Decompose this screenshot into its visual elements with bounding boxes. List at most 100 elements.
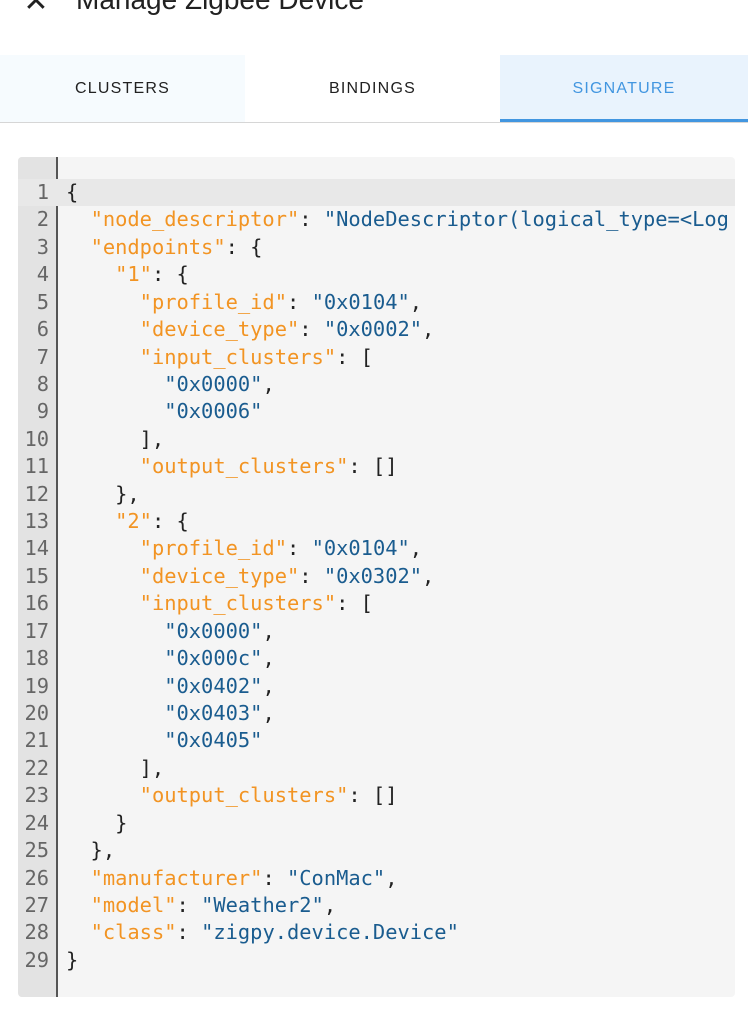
json-punctuation: [66, 920, 91, 944]
json-punctuation: : [: [336, 344, 373, 369]
json-punctuation: [66, 536, 140, 560]
line-number: 28: [24, 920, 49, 945]
code-text: "device_type": "0x0002",: [66, 316, 435, 343]
json-punctuation: :: [287, 289, 312, 314]
json-punctuation: : {: [225, 234, 263, 259]
json-punctuation: :: [299, 317, 324, 342]
json-punctuation: }: [66, 947, 79, 972]
json-string: "0x0002": [323, 317, 423, 342]
line-number: 23: [24, 783, 49, 808]
line-number: 6: [36, 317, 49, 342]
line-number: 26: [24, 865, 49, 890]
code-line: 29}: [18, 947, 735, 974]
code-line: 18 "0x000c",: [18, 645, 735, 672]
code-text: "profile_id": "0x0104",: [66, 535, 422, 562]
line-number: 12: [24, 481, 49, 506]
line-number: 7: [36, 344, 49, 369]
json-punctuation: :: [262, 865, 287, 890]
code-line: 10 ],: [18, 426, 735, 453]
line-number: 14: [24, 536, 49, 561]
tab-bindings[interactable]: BINDINGS: [245, 55, 500, 122]
line-number: 10: [24, 426, 49, 451]
json-key: "class": [90, 920, 177, 945]
tab-clusters[interactable]: CLUSTERS: [0, 55, 245, 122]
code-line: 1{: [18, 179, 735, 207]
json-string: "0x0405": [164, 728, 263, 753]
line-number: 27: [24, 892, 49, 917]
line-number: 15: [24, 563, 49, 588]
code-text: "0x0402",: [66, 673, 275, 700]
json-string: "0x0000": [164, 618, 263, 643]
line-number: 4: [36, 262, 49, 287]
code-lines: 1{2 "node_descriptor": "NodeDescriptor(l…: [18, 179, 735, 974]
json-punctuation: },: [66, 838, 116, 863]
json-punctuation: [66, 345, 140, 369]
json-string: "zigpy.device.Device": [201, 920, 459, 945]
json-punctuation: [66, 317, 140, 341]
json-string: "0x0104": [311, 536, 410, 561]
json-punctuation: [66, 646, 164, 670]
json-punctuation: [66, 728, 164, 752]
code-text: "class": "zigpy.device.Device": [66, 919, 459, 946]
tab-signature[interactable]: SIGNATURE: [500, 55, 748, 122]
line-number: 5: [36, 289, 49, 314]
code-line: 7 "input_clusters": [: [18, 344, 735, 371]
json-punctuation: :: [176, 920, 202, 945]
code-text: "model": "Weather2",: [66, 892, 337, 919]
json-key: "device_type": [139, 317, 300, 342]
code-text: "endpoints": {: [66, 234, 263, 261]
json-punctuation: ,: [262, 618, 275, 643]
json-string: "0x0006": [164, 399, 263, 424]
line-number: 25: [24, 838, 49, 863]
json-punctuation: ,: [409, 536, 423, 561]
code-line: 16 "input_clusters": [: [18, 590, 735, 617]
json-punctuation: {: [66, 180, 79, 204]
code-text: "manufacturer": "ConMac",: [66, 865, 398, 892]
code-text: ],: [66, 755, 165, 782]
code-line: 21 "0x0405": [18, 727, 735, 754]
code-line: 9 "0x0006": [18, 398, 735, 425]
json-punctuation: ],: [66, 426, 165, 451]
code-text: "1": {: [66, 261, 189, 288]
json-punctuation: [66, 783, 140, 807]
json-punctuation: ,: [385, 865, 398, 890]
signature-code-editor[interactable]: 1{2 "node_descriptor": "NodeDescriptor(l…: [18, 157, 735, 997]
line-number: 3: [36, 234, 49, 259]
code-line: 17 "0x0000",: [18, 618, 735, 645]
code-line: 27 "model": "Weather2",: [18, 892, 735, 919]
code-line: 12 },: [18, 481, 735, 508]
dialog-title: Manage Zigbee Device: [76, 0, 364, 16]
code-line: 14 "profile_id": "0x0104",: [18, 535, 735, 562]
json-punctuation: [66, 591, 140, 615]
code-text: }: [66, 810, 127, 837]
json-key: "1": [115, 262, 152, 287]
json-punctuation: :: [299, 207, 324, 232]
code-line: 11 "output_clusters": []: [18, 453, 735, 480]
json-punctuation: [66, 399, 164, 423]
json-punctuation: [66, 372, 164, 396]
json-punctuation: : [: [336, 591, 373, 616]
code-line: 24 }: [18, 810, 735, 837]
code-text: ],: [66, 426, 165, 453]
line-number: 17: [24, 618, 49, 643]
json-punctuation: [66, 235, 91, 259]
code-text: "0x0403",: [66, 700, 275, 727]
line-number-gutter: [18, 157, 58, 997]
close-icon[interactable]: ✕: [23, 0, 49, 18]
json-key: "device_type": [139, 563, 300, 588]
json-punctuation: ,: [262, 646, 275, 671]
json-string: "0x0402": [164, 673, 263, 698]
line-number: 16: [24, 591, 49, 616]
code-line: 22 ],: [18, 755, 735, 782]
code-line: 8 "0x0000",: [18, 371, 735, 398]
code-line: 13 "2": {: [18, 508, 735, 535]
json-punctuation: [66, 619, 164, 643]
code-line: 6 "device_type": "0x0002",: [18, 316, 735, 343]
code-text: "profile_id": "0x0104",: [66, 289, 422, 316]
json-punctuation: [66, 262, 115, 286]
code-text: "2": {: [66, 508, 189, 535]
json-punctuation: ],: [66, 755, 165, 780]
json-punctuation: : []: [348, 783, 398, 808]
code-text: "output_clusters": []: [66, 453, 398, 480]
json-string: "0x0104": [311, 289, 410, 314]
